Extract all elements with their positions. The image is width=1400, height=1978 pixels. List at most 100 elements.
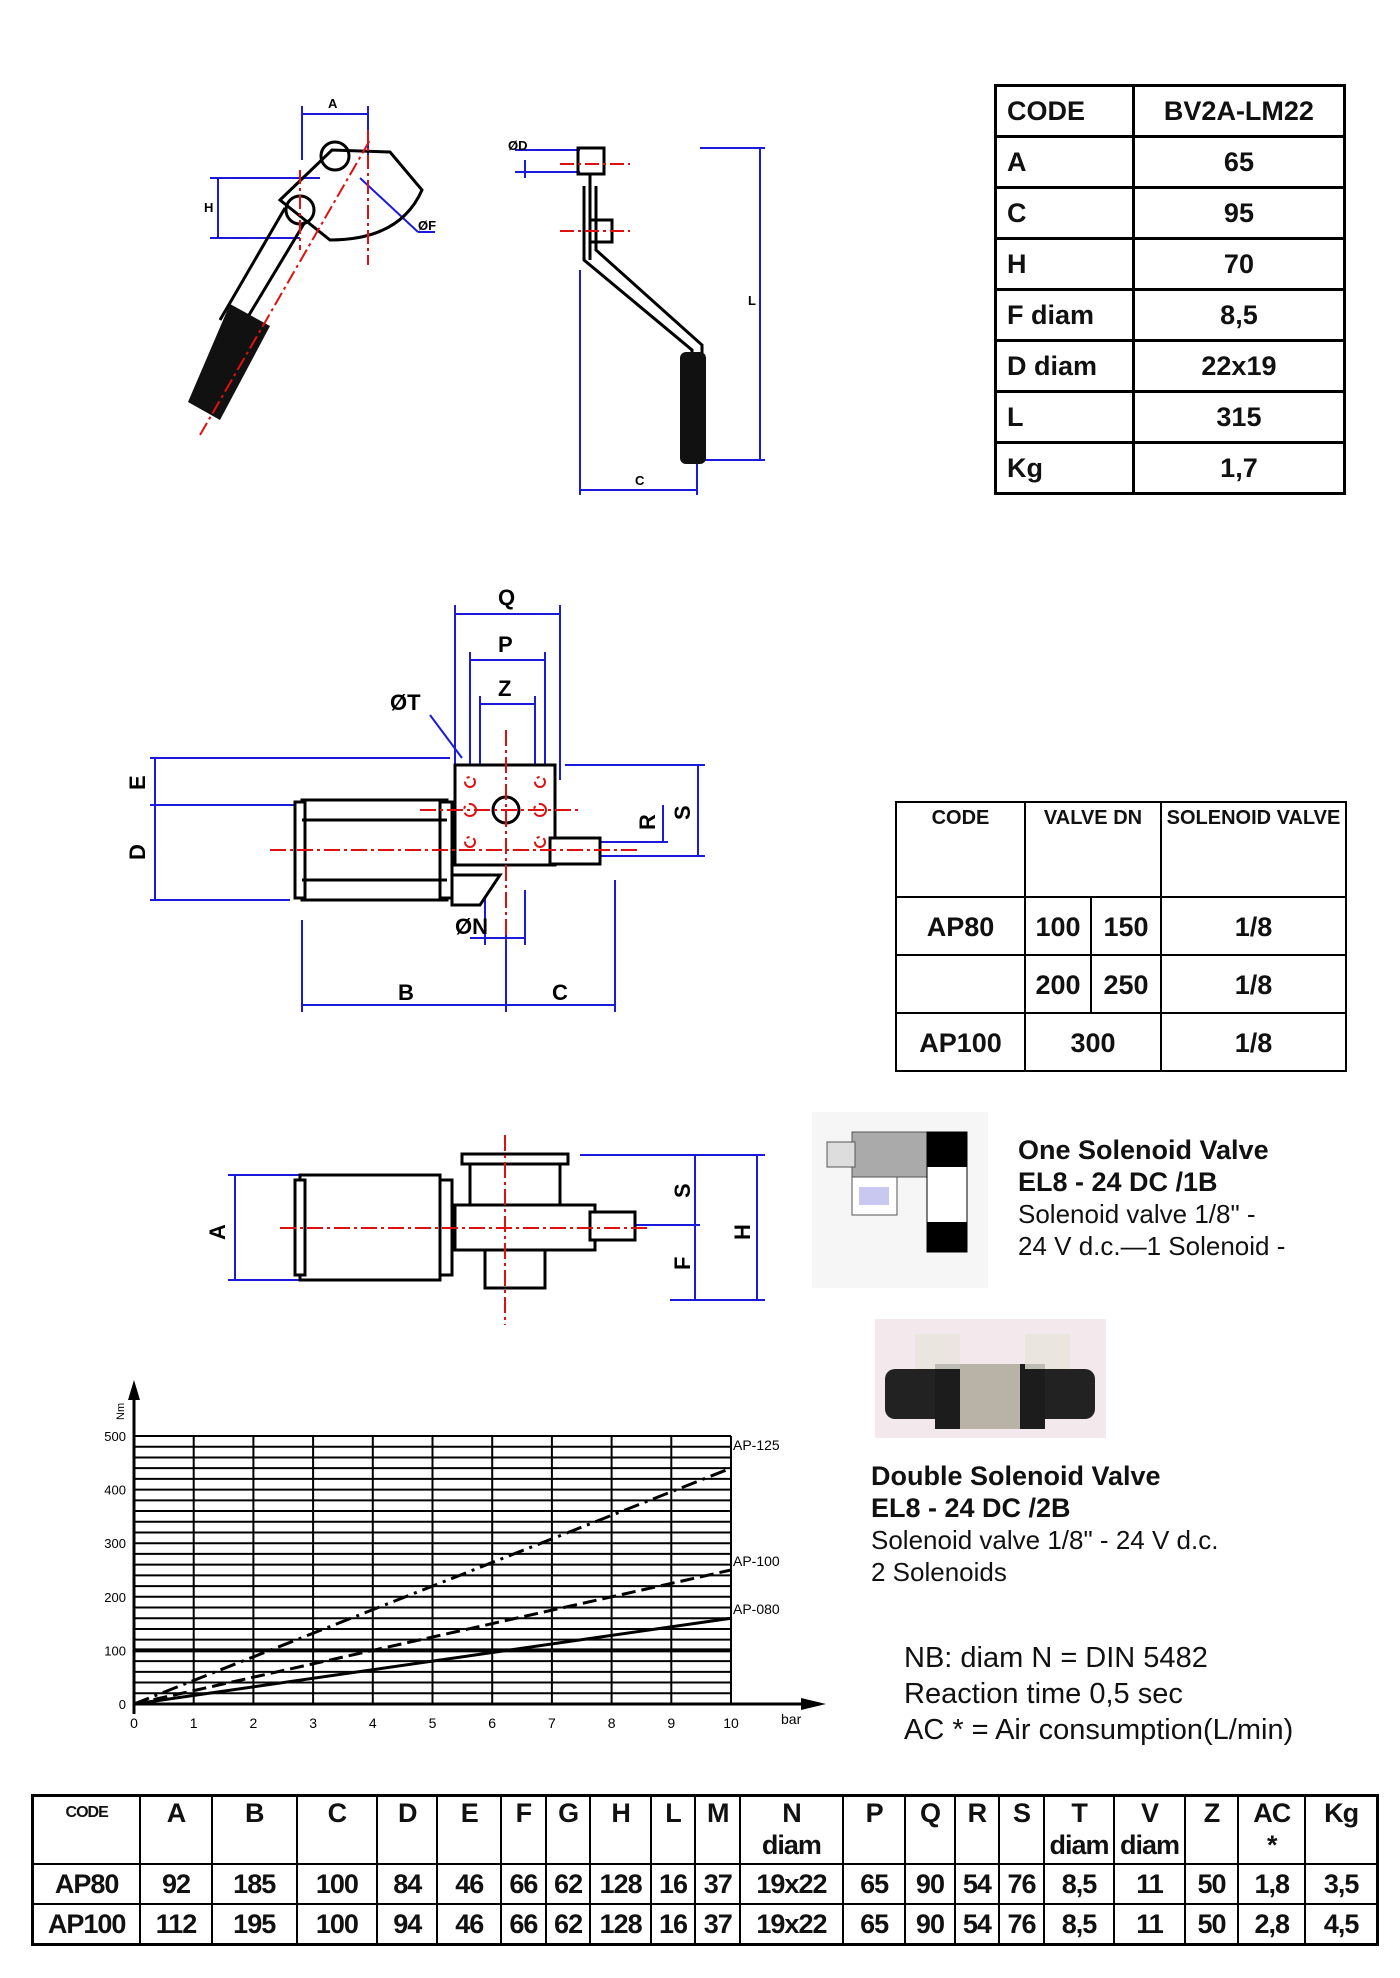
cell: AP80 [895, 896, 1026, 956]
cell: 8,5 [1131, 288, 1347, 342]
table-row: AP100 300 1/8 [895, 1012, 1347, 1072]
cell: 8,5 [1042, 1903, 1116, 1946]
dim-label-e: E [125, 775, 150, 790]
header-cell: CODE [895, 801, 1026, 898]
header-label: L [665, 1798, 681, 1828]
header-cell: B [210, 1794, 298, 1865]
cell: 128 [589, 1903, 652, 1946]
cell: L [994, 390, 1135, 444]
cell: 50 [1183, 1903, 1240, 1946]
series-line-ap-100 [133, 1568, 732, 1706]
cell: 76 [998, 1863, 1045, 1905]
lever-drawing: A H ØF ØD L C [188, 96, 765, 495]
dim-label-z: Z [498, 676, 511, 701]
header-label: V [1140, 1798, 1159, 1828]
dim-label-b: B [398, 980, 414, 1005]
cell: 95 [1131, 186, 1347, 240]
y-tick-label: 0 [119, 1697, 126, 1712]
series-label: AP-100 [733, 1553, 780, 1569]
one-solenoid-model: EL8 - 24 DC /1B [1018, 1167, 1218, 1197]
note-line: NB: diam N = DIN 5482 [904, 1642, 1208, 1674]
x-tick-label: 8 [608, 1715, 616, 1731]
x-tick-label: 2 [250, 1715, 258, 1731]
double-solenoid-desc: Solenoid valve 1/8" - 24 V d.c. [871, 1525, 1219, 1555]
y-tick-label: 300 [104, 1536, 126, 1551]
double-solenoid-title: Double Solenoid Valve [871, 1461, 1161, 1491]
dim-label-l: L [748, 293, 756, 308]
dim-label-s: S [670, 1183, 695, 1198]
cell: F diam [994, 288, 1135, 342]
header-label: C [327, 1798, 348, 1828]
dim-label-c: C [635, 473, 645, 488]
cell: 19x22 [739, 1863, 844, 1905]
cell: 37 [694, 1863, 742, 1905]
cell: 65 [841, 1863, 907, 1905]
header-cell: S [998, 1794, 1045, 1865]
cell: 300 [1024, 1012, 1162, 1072]
x-axis-label: bar [781, 1711, 802, 1727]
header-cell: P [841, 1794, 907, 1865]
dim-label-f: F [670, 1257, 695, 1270]
x-axis-arrow [801, 1698, 826, 1710]
x-tick-label: 3 [309, 1715, 317, 1731]
cell: 100 [295, 1903, 379, 1946]
cell: 112 [139, 1903, 213, 1946]
double-solenoid-info: Double Solenoid Valve EL8 - 24 DC /2B So… [871, 1460, 1218, 1588]
header-label: G [558, 1798, 579, 1828]
header-label: B [244, 1798, 264, 1828]
header-label: S [1013, 1798, 1031, 1828]
dim-label-q: Q [498, 585, 515, 610]
series-line-ap-125 [133, 1466, 732, 1706]
header-sublabel: diam [761, 1830, 822, 1860]
cell: 100 [1024, 896, 1092, 956]
series-line-ap-080 [133, 1616, 732, 1706]
cell: 76 [998, 1903, 1045, 1946]
header-cell: Z [1183, 1794, 1240, 1865]
cell: 65 [841, 1903, 907, 1946]
dim-label-t: ØT [390, 690, 421, 715]
cell: 8,5 [1042, 1863, 1116, 1905]
header-cell: Q [904, 1794, 956, 1865]
header-cell: BV2A-LM22 [1131, 84, 1347, 138]
cell: 1/8 [1160, 896, 1347, 956]
y-axis-arrow [128, 1380, 140, 1400]
header-label: Z [1203, 1798, 1220, 1828]
one-solenoid-desc: Solenoid valve 1/8" - [1018, 1199, 1256, 1229]
table-row: 200 250 1/8 [895, 954, 1347, 1014]
table-row: AP80 100 150 1/8 [895, 896, 1347, 956]
y-tick-label: 400 [104, 1483, 126, 1498]
cell: 1/8 [1160, 1012, 1347, 1072]
notes: NB: diam N = DIN 5482 Reaction time 0,5 … [904, 1640, 1293, 1748]
cell: 62 [544, 1863, 592, 1905]
cell: 16 [649, 1903, 697, 1946]
header-label: N [782, 1798, 801, 1828]
cell: 128 [589, 1863, 652, 1905]
dim-label-h: H [730, 1224, 755, 1240]
cell: 66 [500, 1863, 547, 1905]
dim-label-p: P [498, 632, 513, 657]
cell: AP80 [31, 1863, 142, 1905]
header-cell: G [544, 1794, 592, 1865]
header-cell: H [589, 1794, 652, 1865]
double-solenoid-desc: 2 Solenoids [871, 1557, 1007, 1587]
header-cell: D [376, 1794, 439, 1865]
dim-label-s: S [670, 805, 695, 820]
cell: 11 [1113, 1863, 1186, 1905]
y-tick-label: 500 [104, 1429, 126, 1444]
dim-label-a: A [328, 96, 338, 111]
header-label: CODE [65, 1804, 109, 1821]
header-label: D [397, 1798, 418, 1828]
cell: 150 [1090, 896, 1162, 956]
header-cell: C [295, 1794, 379, 1865]
